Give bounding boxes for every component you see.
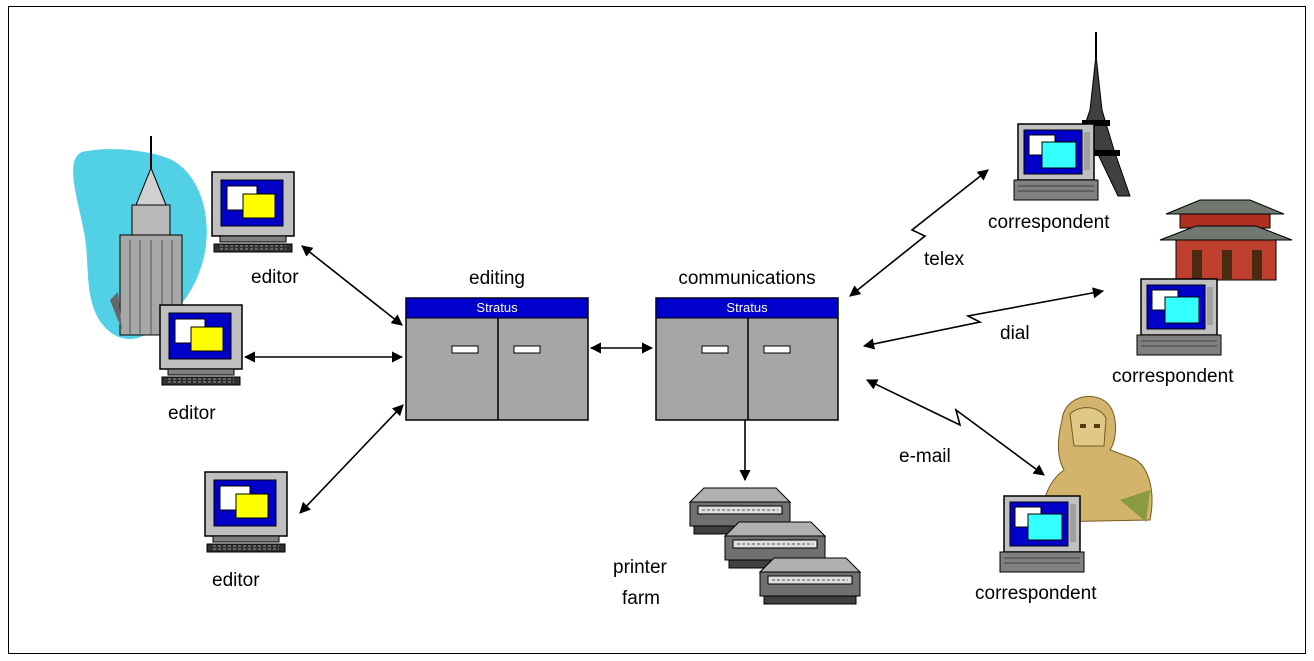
link-editor-bot bbox=[299, 404, 404, 514]
printer-farm-icon bbox=[689, 487, 861, 605]
email-label: e-mail bbox=[899, 446, 951, 467]
communications-server bbox=[655, 297, 839, 421]
correspondent-laptop-icon bbox=[999, 495, 1085, 573]
editor-monitor-icon bbox=[211, 171, 295, 253]
editor-monitor-icon bbox=[159, 304, 243, 386]
farm-label: farm bbox=[622, 588, 660, 609]
link-telex bbox=[849, 169, 989, 297]
sphinx-icon bbox=[1042, 395, 1153, 523]
correspondent-label: correspondent bbox=[1112, 366, 1234, 387]
link-dial bbox=[862, 287, 1105, 350]
correspondent-label: correspondent bbox=[988, 212, 1110, 233]
communications-title: communications bbox=[678, 268, 816, 289]
telex-label: telex bbox=[924, 249, 965, 270]
editor-monitor-icon bbox=[204, 471, 288, 553]
correspondent-label: correspondent bbox=[975, 583, 1097, 604]
pagoda-icon bbox=[1159, 199, 1293, 281]
link-editor-top bbox=[301, 245, 403, 326]
editing-brand: Stratus bbox=[476, 300, 518, 315]
diagram-frame bbox=[8, 6, 1306, 654]
editor-label: editor bbox=[212, 570, 260, 591]
editing-title: editing bbox=[469, 268, 525, 289]
correspondent-laptop-icon bbox=[1136, 278, 1222, 356]
correspondent-laptop-icon bbox=[1013, 123, 1099, 201]
editor-label: editor bbox=[168, 403, 216, 424]
dial-label: dial bbox=[1000, 323, 1030, 344]
link-email bbox=[865, 379, 1045, 476]
printer-label: printer bbox=[613, 557, 667, 578]
editing-server bbox=[405, 297, 589, 421]
editor-label: editor bbox=[251, 267, 299, 288]
communications-brand: Stratus bbox=[726, 300, 768, 315]
